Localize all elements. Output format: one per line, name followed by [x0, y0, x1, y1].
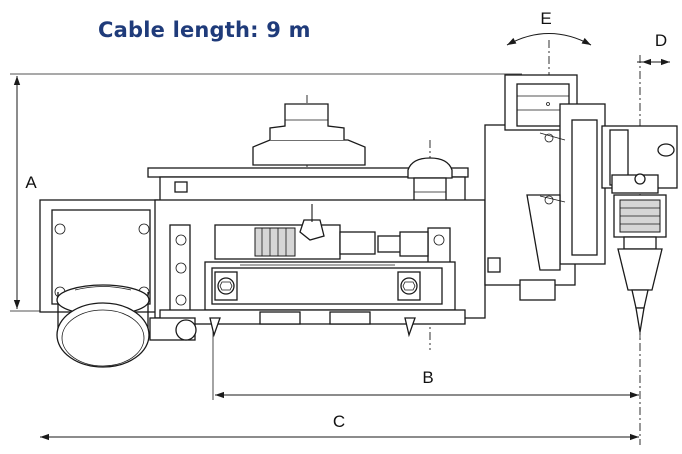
right-housing: [484, 74, 606, 301]
dimension-e-label: E: [540, 9, 551, 28]
dimension-e-arc: [506, 33, 592, 46]
dimension-b-label: B: [422, 368, 433, 387]
main-body: [149, 199, 486, 341]
dimension-d-label: D: [655, 31, 667, 50]
dimension-a-label: A: [25, 173, 37, 192]
spindle-head: [601, 125, 678, 340]
dimension-c-label: C: [333, 412, 345, 431]
cable-length-title: Cable length: 9 m: [98, 18, 311, 42]
hose-connector: [39, 199, 159, 368]
dimension-lines: [10, 33, 670, 441]
